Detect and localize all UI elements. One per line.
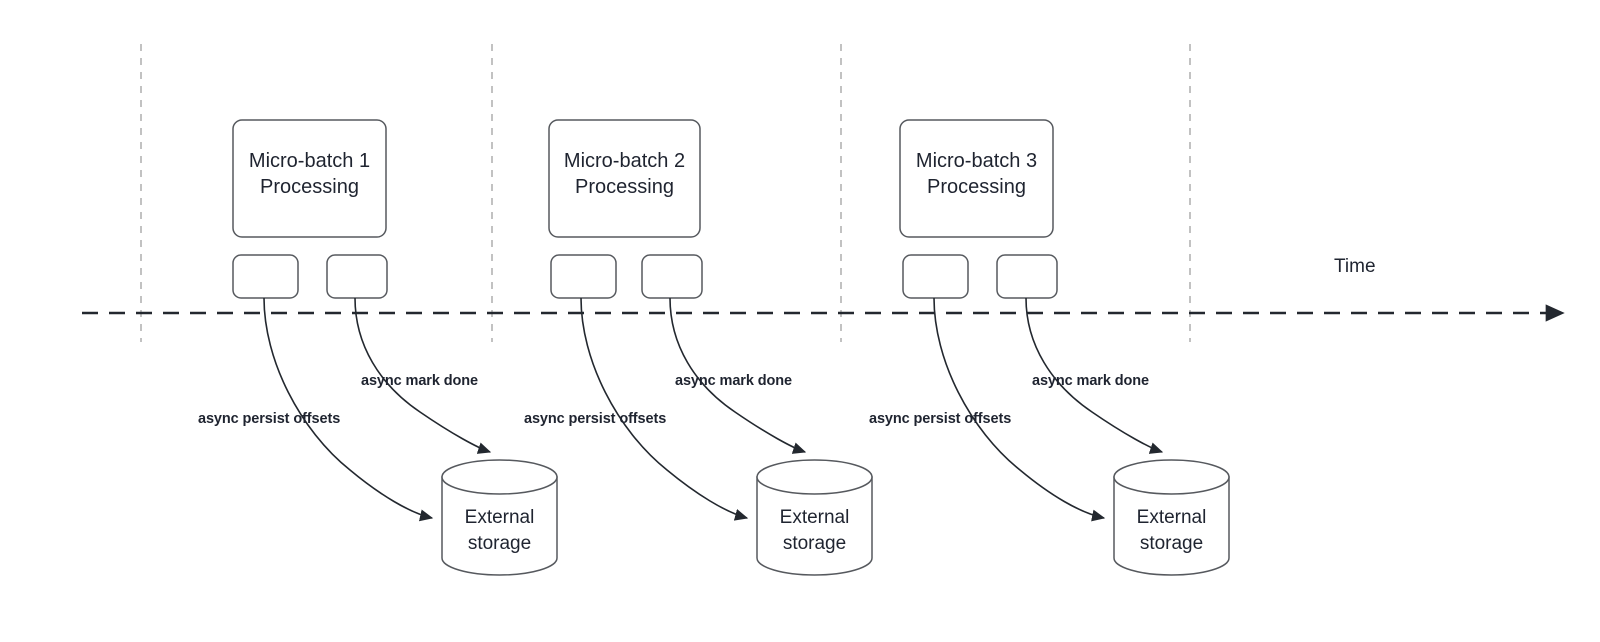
task-box-1-left[interactable] [232,254,299,299]
task-box-3-left[interactable] [902,254,969,299]
storage-cylinder-3[interactable] [1113,459,1230,576]
process-box-1[interactable] [232,119,387,238]
storage-cylinder-2[interactable] [756,459,873,576]
edge-persist-offsets-1 [263,297,434,522]
task-box-2-left[interactable] [550,254,617,299]
edge-mark-done-3 [1025,297,1164,454]
process-box-3[interactable] [899,119,1054,238]
edge-mark-done-1 [354,297,492,454]
task-box-2-right[interactable] [641,254,703,299]
edge-mark-done-2 [669,297,807,454]
group-3-shapes [899,119,1230,576]
edge-persist-offsets-2 [580,297,749,521]
storage-cylinder-1[interactable] [441,459,558,576]
process-box-2[interactable] [548,119,701,238]
edge-persist-offsets-3 [933,297,1106,522]
group-1-shapes [232,119,558,576]
task-box-3-right[interactable] [996,254,1058,299]
group-2-shapes [548,119,873,576]
task-box-1-right[interactable] [326,254,388,299]
